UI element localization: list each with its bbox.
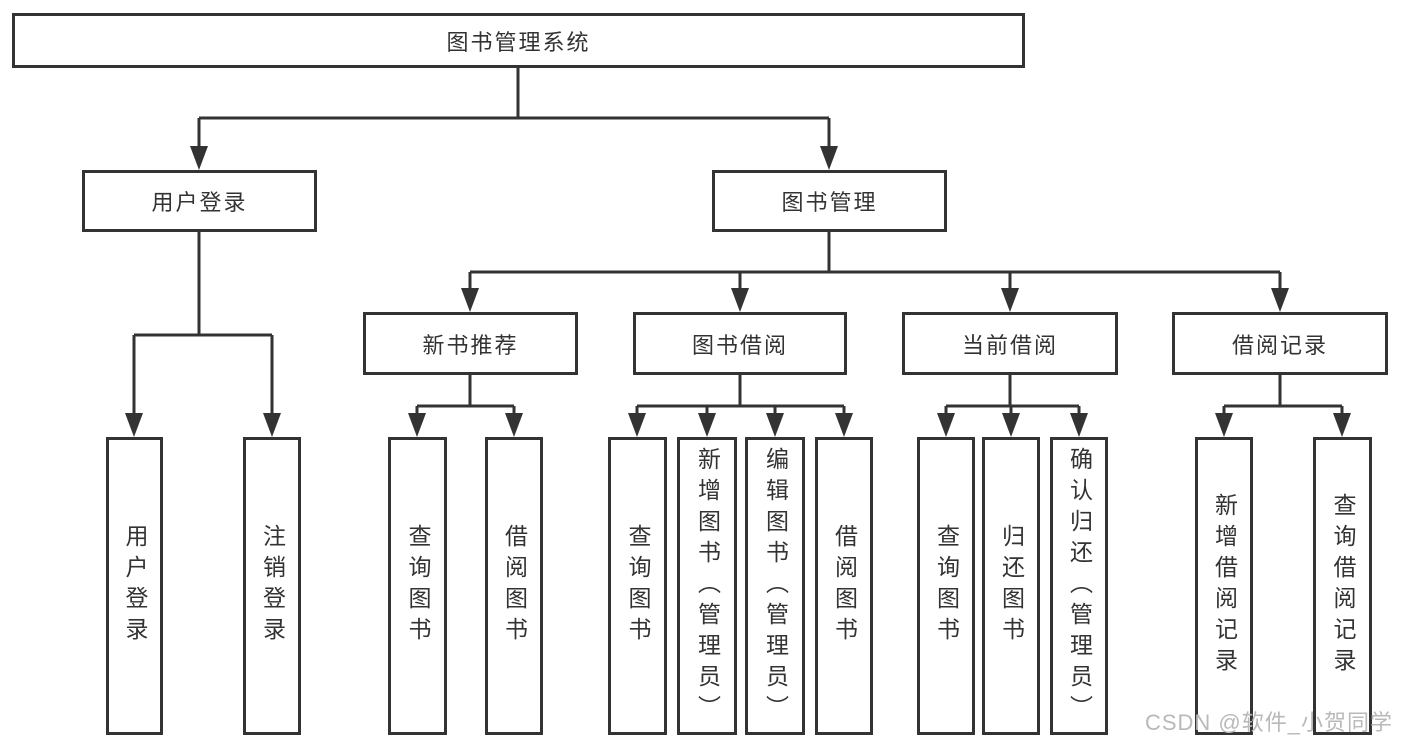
arrowhead-icon [820,146,838,170]
arrowhead-icon [263,413,281,437]
node-leaf-recommend-query-books-label: 查询图书 [405,524,431,648]
node-leaf-recommend-borrow-books-label: 借阅图书 [501,524,528,648]
node-leaf-borrowing-add-books-admin-label: 新增图书（管理员） [694,446,721,726]
node-leaf-current-return-books-label: 归还图书 [998,524,1025,648]
node-leaf-recommend-borrow-books: 借阅图书 [485,437,543,735]
arrowhead-icon [731,288,749,312]
node-leaf-logout: 注销登录 [243,437,301,735]
arrowhead-icon [1215,413,1233,437]
node-root: 图书管理系统 [12,13,1025,68]
node-leaf-records-query-record: 查询借阅记录 [1313,437,1372,735]
node-leaf-borrowing-borrow-books: 借阅图书 [815,437,873,735]
arrowhead-icon [1001,288,1019,312]
arrowhead-icon [505,413,523,437]
arrowhead-icon [1070,413,1088,437]
node-user-login: 用户登录 [82,170,317,232]
arrowhead-icon [937,413,955,437]
node-leaf-borrowing-edit-books-admin: 编辑图书（管理员） [745,437,805,735]
node-leaf-logout-label: 注销登录 [259,524,286,648]
arrowhead-icon [1002,413,1020,437]
arrowhead-icon [628,413,646,437]
node-new-book-recommend: 新书推荐 [363,312,578,375]
arrowhead-icon [1271,288,1289,312]
node-leaf-borrowing-edit-books-admin-label: 编辑图书（管理员） [762,446,789,726]
node-borrow-records: 借阅记录 [1172,312,1388,375]
arrowhead-icon [408,413,426,437]
node-leaf-current-return-books: 归还图书 [982,437,1040,735]
node-leaf-records-add-record: 新增借阅记录 [1195,437,1253,735]
node-leaf-borrowing-query-books-label: 查询图书 [625,524,651,648]
node-leaf-records-add-record-label: 新增借阅记录 [1211,493,1238,679]
node-leaf-current-query-books-label: 查询图书 [933,524,960,648]
node-leaf-user-login-label: 用户登录 [122,524,148,648]
watermark: CSDN @软件_小贺同学 [1144,710,1393,735]
arrowhead-icon [835,413,853,437]
node-leaf-current-query-books: 查询图书 [917,437,975,735]
node-leaf-user-login: 用户登录 [106,437,163,735]
node-leaf-borrowing-add-books-admin: 新增图书（管理员） [677,437,737,735]
arrowhead-icon [190,146,208,170]
node-book-management: 图书管理 [712,170,947,232]
arrowhead-icon [1333,413,1351,437]
node-leaf-current-confirm-return-admin-label: 确认归还（管理员） [1066,446,1093,726]
node-leaf-records-query-record-label: 查询借阅记录 [1330,493,1356,679]
node-leaf-borrowing-borrow-books-label: 借阅图书 [831,524,858,648]
node-leaf-borrowing-query-books: 查询图书 [608,437,667,735]
arrowhead-icon [461,288,479,312]
node-book-borrowing: 图书借阅 [633,312,847,375]
node-current-borrowing: 当前借阅 [902,312,1118,375]
arrowhead-icon [125,413,143,437]
arrowhead-icon [698,413,716,437]
node-leaf-current-confirm-return-admin: 确认归还（管理员） [1050,437,1108,735]
node-leaf-recommend-query-books: 查询图书 [388,437,447,735]
arrowhead-icon [766,413,784,437]
connector-path [132,68,1344,417]
